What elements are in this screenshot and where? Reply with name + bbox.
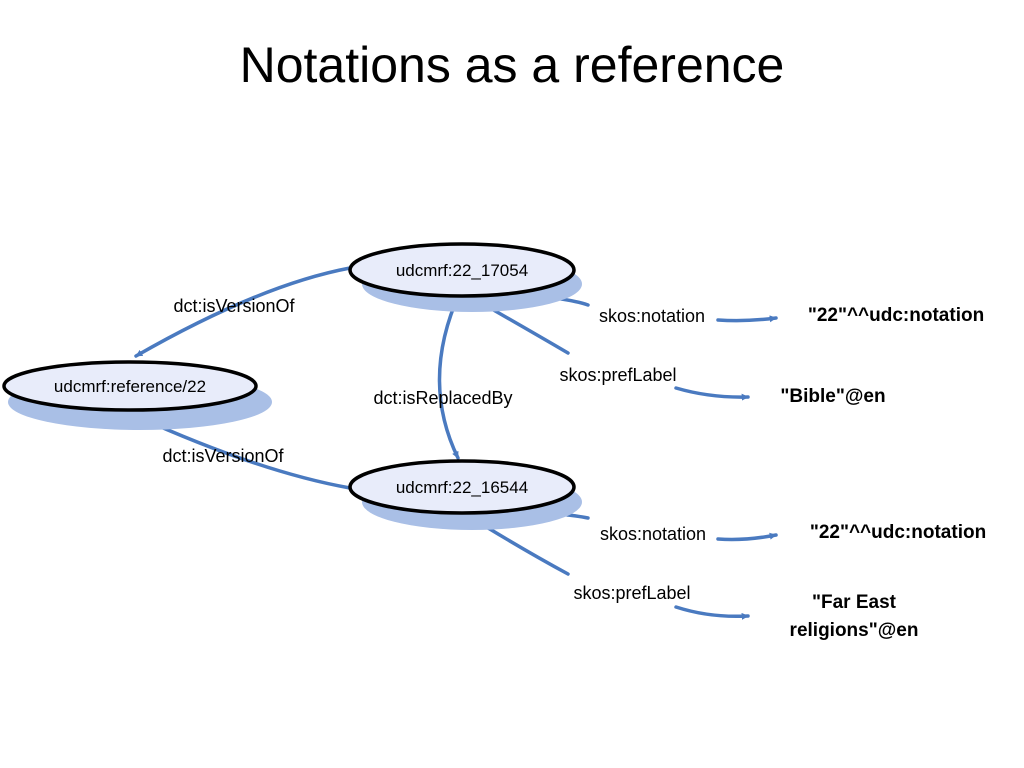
edge-label-isversionof-bottom: dct:isVersionOf — [162, 446, 284, 466]
node-ellipse — [2, 360, 258, 412]
edge-label-preflabel-bottom: skos:prefLabel — [573, 583, 690, 603]
literal-label-far-east-line1: "Far East — [812, 592, 897, 613]
edge-preflabel-top-arrow — [674, 386, 750, 401]
literal-notation-top: "22"^^udc:notation — [808, 305, 984, 326]
literal-label-bible: "Bible"@en — [780, 386, 885, 407]
node-reference-22: udcmrf:reference/22 — [2, 360, 272, 430]
node-label: udcmrf:22_16544 — [396, 478, 528, 497]
edge-label-isversionof-top: dct:isVersionOf — [173, 296, 295, 316]
edge-label-isreplacedby: dct:isReplacedBy — [373, 388, 512, 408]
slide-title: Notations as a reference — [239, 37, 785, 93]
edge-label-preflabel-top: skos:prefLabel — [559, 365, 676, 385]
edge-isversionof-top — [134, 266, 352, 358]
edge-label-notation-top: skos:notation — [599, 306, 705, 326]
node-22-17054: udcmrf:22_17054 — [348, 242, 582, 312]
node-22-16544: udcmrf:22_16544 — [348, 459, 582, 530]
literal-label-far-east-line2: religions"@en — [790, 620, 919, 641]
edge-preflabel-bottom-arrow — [674, 605, 750, 620]
node-label: udcmrf:reference/22 — [54, 377, 206, 396]
node-label: udcmrf:22_17054 — [396, 261, 528, 280]
node-ellipse — [348, 242, 576, 298]
literal-notation-bottom: "22"^^udc:notation — [810, 522, 986, 543]
edge-notation-bottom-arrow — [716, 532, 778, 542]
node-ellipse — [348, 459, 576, 515]
edge-notation-top-arrow — [716, 315, 778, 323]
edge-isreplacedby — [437, 290, 462, 460]
edge-label-notation-bottom: skos:notation — [600, 524, 706, 544]
